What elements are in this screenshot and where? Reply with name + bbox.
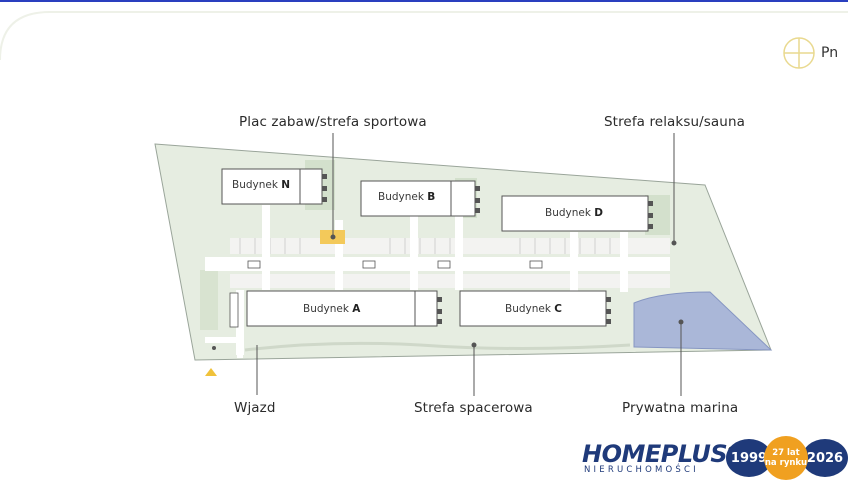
building-A-prefix: Budynek xyxy=(303,303,349,315)
building-C xyxy=(459,290,607,327)
promenade-path xyxy=(244,341,631,352)
entrance-marker-icon xyxy=(205,368,217,376)
building-A xyxy=(246,290,438,327)
building-N-prefix: Budynek xyxy=(232,179,278,191)
background-panel xyxy=(0,11,848,61)
greenery xyxy=(200,270,218,330)
badge-line2: na rynku xyxy=(764,458,808,468)
main-road xyxy=(205,257,670,271)
building-A-label: Budynek A xyxy=(303,303,360,315)
logo-subtitle: NIERUCHOMOŚCI xyxy=(584,465,699,475)
building-D-prefix: Budynek xyxy=(545,207,591,219)
year-end-badge: 2026 xyxy=(802,439,848,477)
label-relax-zone: Strefa relaksu/sauna xyxy=(604,114,745,130)
building-A-letter: A xyxy=(352,303,361,315)
badge-line1: 27 lat xyxy=(772,448,800,458)
building-N-label: Budynek N xyxy=(232,179,290,191)
years-on-market-badge: 27 lat na rynku xyxy=(764,436,808,480)
parking-row xyxy=(230,274,670,288)
building-N-letter: N xyxy=(281,179,291,191)
building-B-letter: B xyxy=(427,191,436,203)
homeplus-logo: HOMEPLUS® NIERUCHOMOŚCI 1999 27 lat na r… xyxy=(578,436,848,480)
entrance-road xyxy=(205,337,243,358)
marina xyxy=(633,291,773,351)
building-C-label: Budynek C xyxy=(505,303,562,315)
building-D-label: Budynek D xyxy=(545,207,603,219)
label-marina: Prywatna marina xyxy=(622,400,739,416)
year-start-badge: 1999 xyxy=(726,439,772,477)
building-B-label: Budynek B xyxy=(378,191,435,203)
label-entrance: Wjazd xyxy=(234,400,276,416)
building-B xyxy=(360,180,476,217)
logo-home: HOME xyxy=(582,440,661,468)
building-C-letter: C xyxy=(554,303,562,315)
logo-plus: PLUS xyxy=(660,440,728,468)
compass-label: Pn xyxy=(821,45,839,61)
building-C-prefix: Budynek xyxy=(505,303,551,315)
compass-icon xyxy=(783,37,815,69)
building-D xyxy=(501,195,649,232)
label-playground: Plac zabaw/strefa sportowa xyxy=(239,114,427,130)
building-B-prefix: Budynek xyxy=(378,191,424,203)
building-D-letter: D xyxy=(594,207,603,219)
label-promenade: Strefa spacerowa xyxy=(414,400,533,416)
logo-wordmark: HOMEPLUS® xyxy=(582,439,736,466)
building-N xyxy=(221,168,323,205)
